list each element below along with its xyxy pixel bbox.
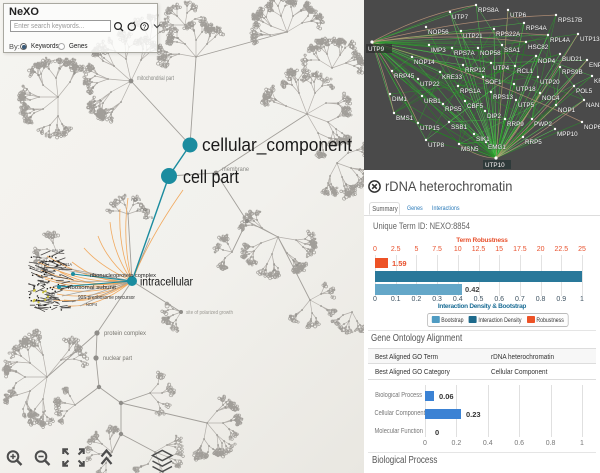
svg-text:SSB1: SSB1 <box>451 124 468 131</box>
svg-text:RRP45: RRP45 <box>394 73 415 80</box>
svg-text:RRP9: RRP9 <box>507 121 524 128</box>
svg-text:ribonucleoprotein complex: ribonucleoprotein complex <box>90 273 156 279</box>
svg-text:membrane: membrane <box>222 166 249 173</box>
svg-text:POL5: POL5 <box>576 88 593 95</box>
svg-text:CBF5: CBF5 <box>467 103 484 110</box>
svg-text:ENP1: ENP1 <box>589 62 600 69</box>
svg-text:PWP2: PWP2 <box>534 121 552 128</box>
svg-text:cell part: cell part <box>183 167 239 187</box>
svg-text:NOP4: NOP4 <box>86 302 98 307</box>
svg-text:DIP2: DIP2 <box>487 113 501 120</box>
svg-text:?: ? <box>143 24 147 31</box>
svg-text:site of polarized growth: site of polarized growth <box>186 310 233 316</box>
svg-text:NOP6: NOP6 <box>584 124 600 131</box>
svg-text:RPS4A: RPS4A <box>526 25 547 32</box>
svg-text:intracellular: intracellular <box>140 275 193 289</box>
svg-text:UTP18: UTP18 <box>516 86 536 93</box>
svg-text:RPL4A: RPL4A <box>550 37 571 44</box>
svg-text:NOP56: NOP56 <box>428 29 449 36</box>
svg-text:nuclear part: nuclear part <box>103 355 132 362</box>
svg-text:90S preribosome precursor: 90S preribosome precursor <box>78 295 135 301</box>
svg-text:UTP15: UTP15 <box>420 125 440 132</box>
svg-text:SSA1: SSA1 <box>504 47 521 54</box>
svg-text:NOC4: NOC4 <box>542 95 560 102</box>
svg-text:UTP4: UTP4 <box>493 65 510 72</box>
svg-text:RPS17B: RPS17B <box>558 17 582 24</box>
svg-text:NOP4: NOP4 <box>538 58 556 65</box>
svg-text:URB1: URB1 <box>424 98 441 105</box>
svg-text:UTP5: UTP5 <box>518 102 535 109</box>
svg-text:UTP21: UTP21 <box>463 33 483 40</box>
svg-text:RPS5: RPS5 <box>445 106 462 113</box>
svg-text:NOP58: NOP58 <box>480 50 501 57</box>
svg-text:UTPSA: UTPSA <box>36 267 45 271</box>
svg-text:RPS13: RPS13 <box>493 94 513 101</box>
svg-text:UTP13: UTP13 <box>580 36 600 43</box>
svg-text:MSN5: MSN5 <box>461 146 479 153</box>
svg-text:DIM1: DIM1 <box>392 96 408 103</box>
svg-text:MPP10: MPP10 <box>557 131 578 138</box>
svg-text:RRP5: RRP5 <box>525 139 542 146</box>
svg-text:protein complex: protein complex <box>104 330 147 337</box>
svg-text:NSA2: NSA2 <box>46 293 55 297</box>
svg-text:UTP6: UTP6 <box>510 12 527 19</box>
svg-text:EMG1: EMG1 <box>488 144 506 151</box>
svg-text:UTP20: UTP20 <box>540 79 560 86</box>
svg-text:RCL1: RCL1 <box>517 68 534 75</box>
svg-text:RPS1A: RPS1A <box>60 262 72 267</box>
svg-text:UTP22: UTP22 <box>420 81 440 88</box>
svg-text:UTP8: UTP8 <box>428 142 445 149</box>
svg-text:RPL2B: RPL2B <box>52 248 63 253</box>
svg-text:IMP3: IMP3 <box>431 47 446 54</box>
svg-text:REX2: REX2 <box>137 207 148 212</box>
svg-text:NOP14: NOP14 <box>414 59 435 66</box>
svg-text:UTP7: UTP7 <box>452 14 469 21</box>
svg-text:ribosomal subunit: ribosomal subunit <box>68 285 117 291</box>
svg-text:mitochondrial part: mitochondrial part <box>137 76 174 82</box>
svg-text:KRE33: KRE33 <box>442 74 462 81</box>
svg-text:NOP1: NOP1 <box>558 107 576 114</box>
svg-text:RPS7A: RPS7A <box>454 50 475 57</box>
svg-text:RPS22A: RPS22A <box>496 31 521 38</box>
svg-text:D2F5: D2F5 <box>143 215 154 220</box>
svg-text:BMS1: BMS1 <box>396 115 414 122</box>
svg-text:SOF1: SOF1 <box>485 79 502 86</box>
svg-text:RRPS: RRPS <box>40 281 48 285</box>
svg-text:UTP10: UTP10 <box>485 162 505 169</box>
svg-text:POL5: POL5 <box>131 197 142 202</box>
svg-text:HSC82: HSC82 <box>528 44 549 51</box>
svg-text:KRR1: KRR1 <box>594 78 600 85</box>
svg-text:RPS1A: RPS1A <box>460 88 481 95</box>
svg-text:UTP9: UTP9 <box>368 46 385 53</box>
svg-text:SIK1: SIK1 <box>476 136 490 143</box>
svg-text:RPS8A: RPS8A <box>478 7 499 14</box>
svg-text:cellular_component: cellular_component <box>202 135 352 156</box>
svg-text:BUD21: BUD21 <box>562 56 583 63</box>
svg-text:RPS9B: RPS9B <box>562 69 583 76</box>
svg-text:NAN1: NAN1 <box>586 102 600 109</box>
svg-text:RRP12: RRP12 <box>465 67 486 74</box>
